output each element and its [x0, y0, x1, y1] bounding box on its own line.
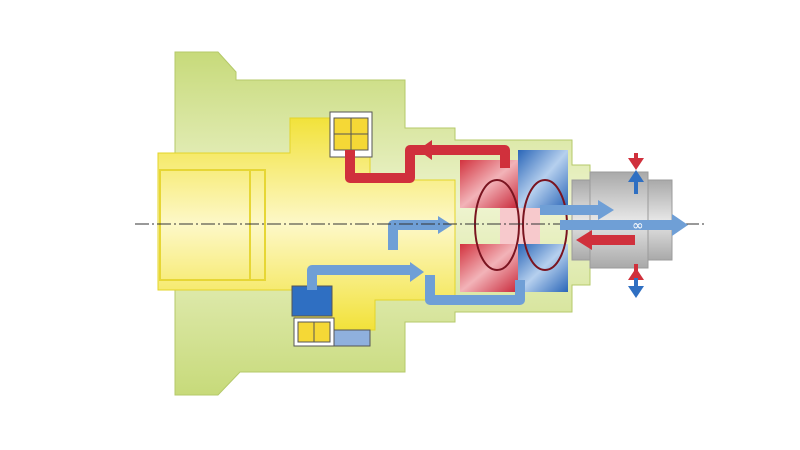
blue-out-main-arrow	[672, 214, 688, 236]
blue-out-upper-arrow	[598, 200, 614, 220]
port-top-red-arrow	[628, 158, 644, 170]
port-bottom-red-arrow	[628, 268, 644, 280]
blue-arrow-center	[438, 216, 452, 234]
red-channel-top	[345, 145, 510, 183]
blue-channel-lower	[307, 265, 525, 305]
infinity-symbol: ∞	[632, 218, 644, 234]
blue-channel-center	[388, 220, 440, 250]
port-top-blue-arrow	[628, 170, 644, 182]
bearing-bottom	[291, 285, 371, 347]
circulation-red	[474, 179, 520, 271]
red-in-lower-arrow	[576, 230, 592, 250]
blue-arrow-lower	[410, 262, 424, 282]
red-arrow-top	[418, 140, 432, 160]
shaft-end-face	[159, 169, 266, 281]
port-bottom-blue-arrow	[628, 286, 644, 298]
